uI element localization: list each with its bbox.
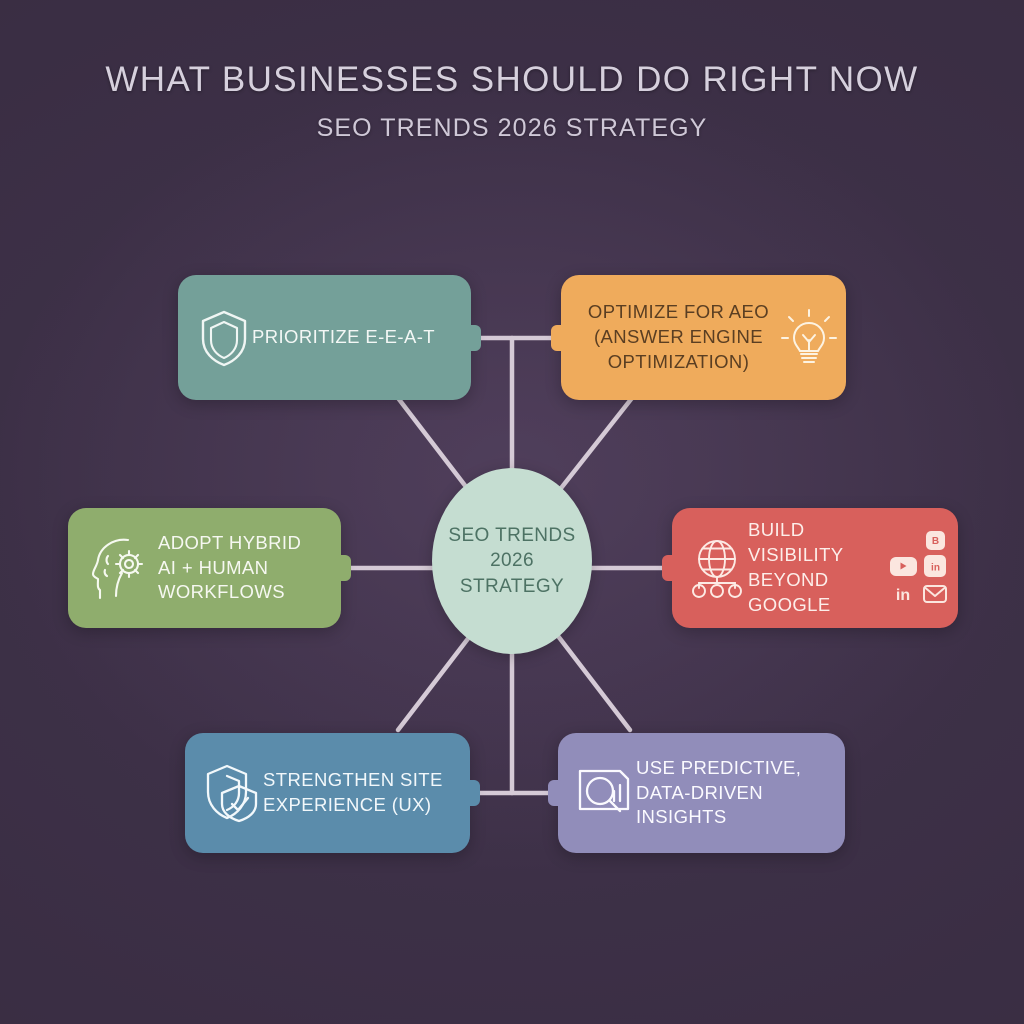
- shield-check-icon: [203, 762, 263, 824]
- svg-text:B: B: [931, 536, 938, 547]
- center-hub-label: SEO TRENDS 2026 STRATEGY: [448, 525, 576, 597]
- connector-nub: [662, 555, 678, 581]
- connector-nub: [464, 780, 480, 806]
- connector-nub: [551, 324, 567, 351]
- node-predictive-insights[interactable]: USE PREDICTIVE, DATA-DRIVEN INSIGHTS: [548, 733, 845, 853]
- node-prioritize-eeat[interactable]: PRIORITIZE E-E-A-T: [178, 275, 481, 400]
- head-gear-icon: [84, 532, 158, 604]
- linkedin-icon: in: [891, 583, 915, 605]
- connector-nub: [335, 555, 351, 581]
- globe-network-icon: [686, 535, 748, 601]
- youtube-icon: [889, 556, 917, 576]
- center-hub[interactable]: SEO TRENDS 2026 STRATEGY: [432, 468, 592, 654]
- connector-hub-to-ux: [395, 633, 473, 733]
- shield-icon: [196, 307, 252, 369]
- node-optimize-aeo[interactable]: OPTIMIZE FOR AEO (ANSWER ENGINE OPTIMIZA…: [551, 275, 846, 400]
- node-label: ADOPT HYBRID AI + HUMAN WORKFLOWS: [158, 531, 302, 603]
- connector-nub: [465, 324, 481, 351]
- linkedin-icon: in: [924, 555, 946, 577]
- node-label: PRIORITIZE E-E-A-T: [252, 326, 435, 348]
- svg-text:in: in: [931, 562, 940, 573]
- magnifier-chart-icon: [574, 763, 636, 823]
- lightbulb-icon: [780, 307, 838, 369]
- node-strengthen-ux[interactable]: STRENGTHEN SITE EXPERIENCE (UX): [185, 733, 480, 853]
- connector-hub-to-eeat: [395, 395, 473, 495]
- node-label: USE PREDICTIVE, DATA-DRIVEN INSIGHTS: [636, 756, 802, 828]
- node-adopt-hybrid-workflows[interactable]: ADOPT HYBRID AI + HUMAN WORKFLOWS: [68, 508, 351, 628]
- svg-text:in: in: [896, 587, 910, 604]
- behance-icon: B: [925, 530, 945, 550]
- node-build-visibility[interactable]: BUILD VISIBILITY BEYOND GOOGLE B: [662, 508, 958, 628]
- connector-hub-to-insights: [555, 633, 633, 733]
- node-label: BUILD VISIBILITY BEYOND GOOGLE: [748, 519, 844, 615]
- connector-hub-to-aeo: [555, 395, 635, 495]
- node-label: STRENGTHEN SITE EXPERIENCE (UX): [263, 769, 443, 815]
- email-icon: [922, 583, 948, 605]
- social-icon-cluster: B in in: [888, 529, 950, 607]
- node-label: OPTIMIZE FOR AEO (ANSWER ENGINE OPTIMIZA…: [587, 301, 770, 372]
- connector-nub: [548, 780, 564, 806]
